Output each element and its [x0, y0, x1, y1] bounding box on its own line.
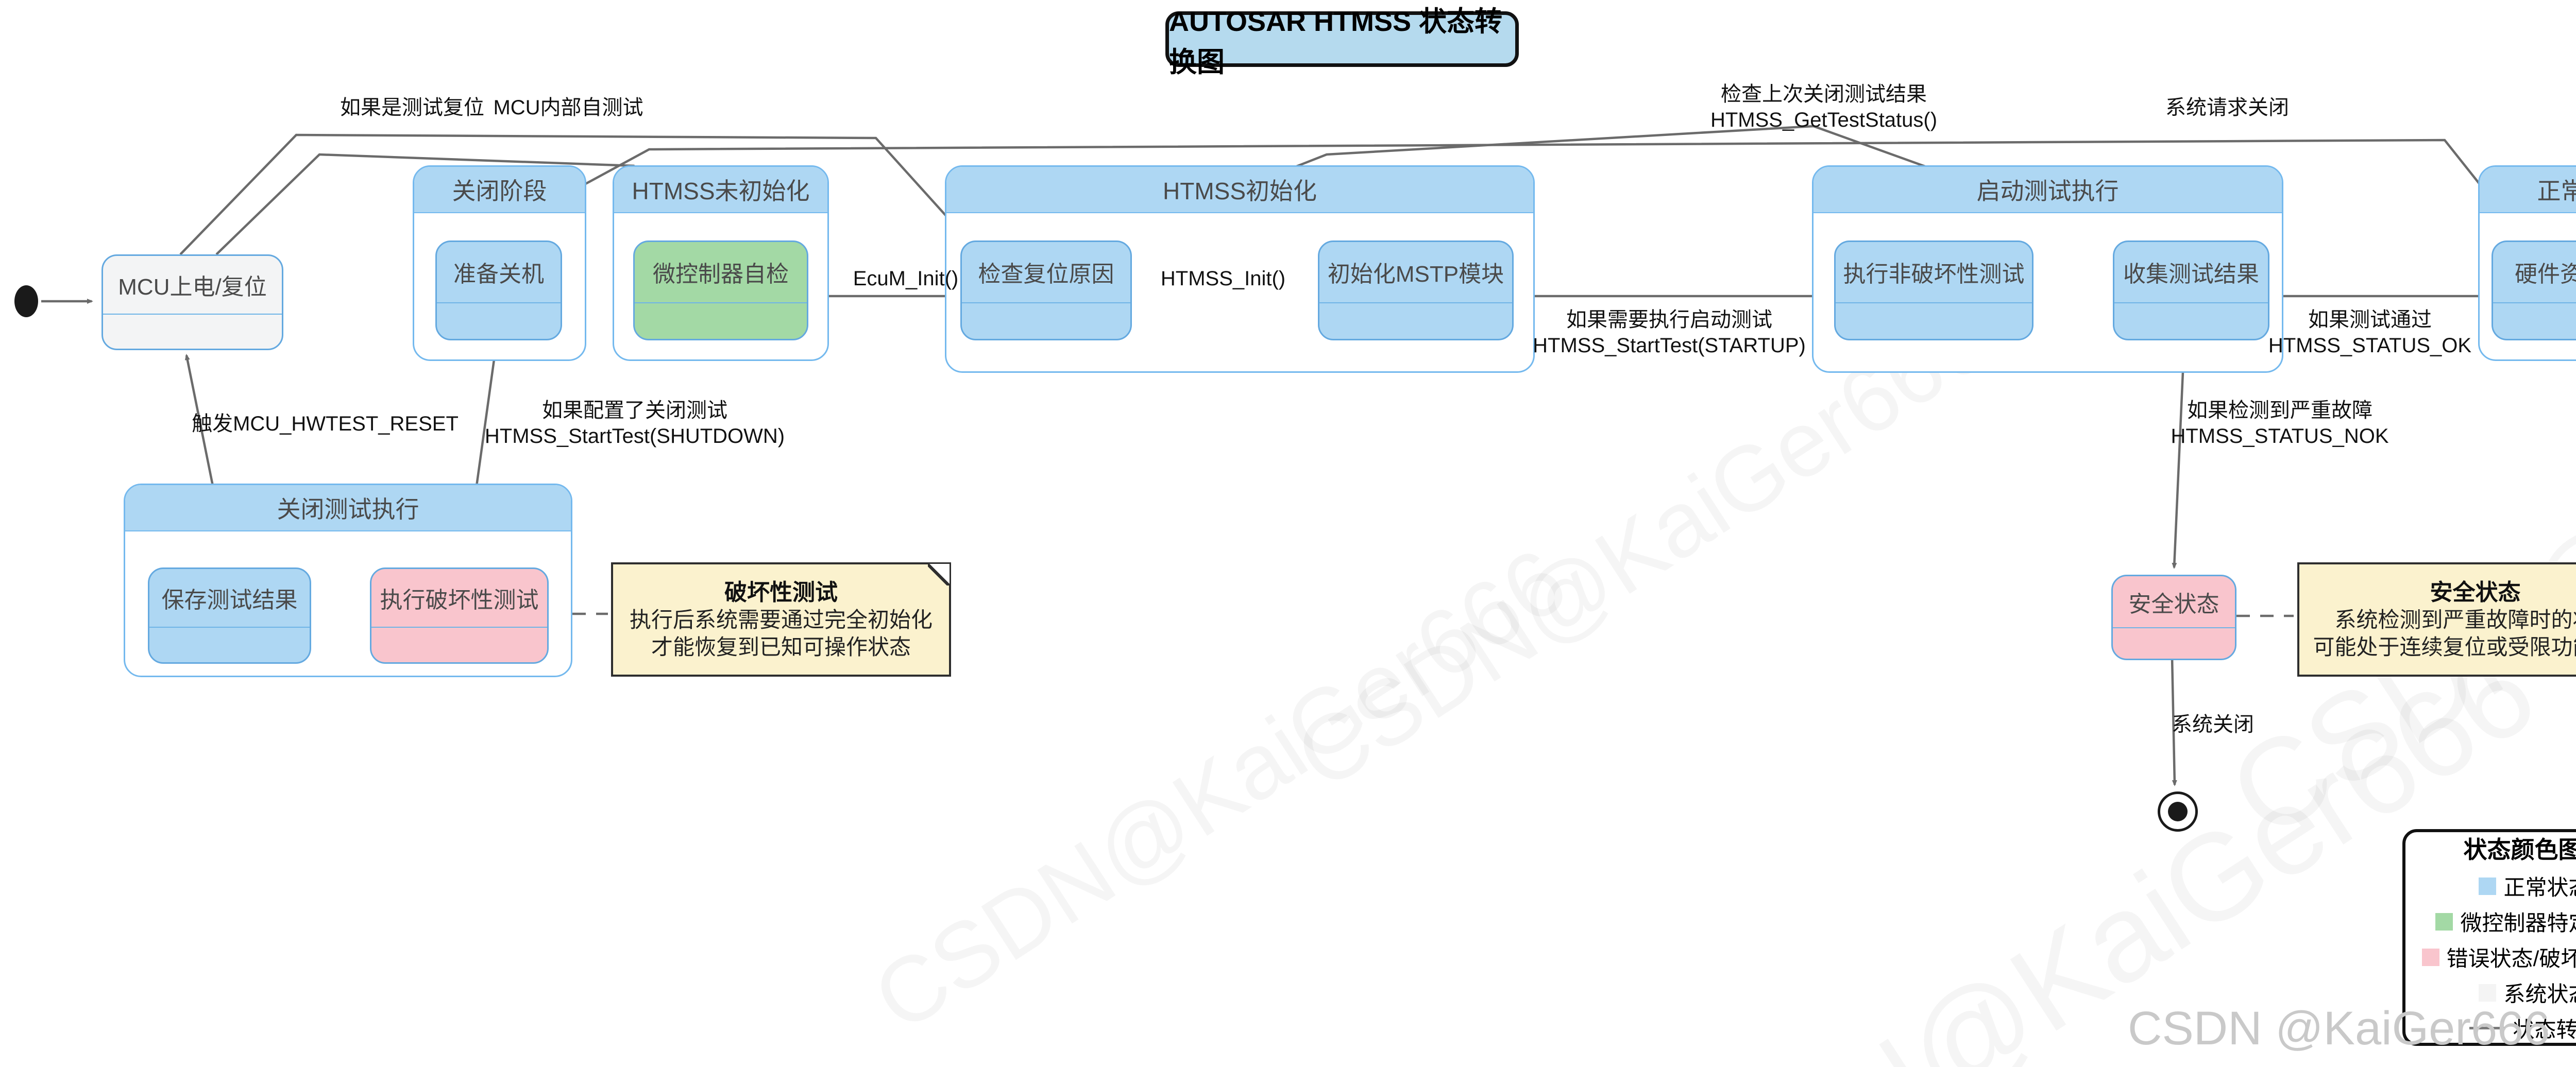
transition-label-line: HTMSS_STATUS_NOK [2171, 425, 2389, 448]
transition-label-system-shutdown-request: 系统请求关闭 [2165, 96, 2289, 119]
note-body-line: 执行后系统需要通过完全初始化 [629, 608, 933, 632]
note-fold-icon [928, 564, 950, 586]
state-label: 微控制器自检 [635, 242, 807, 303]
transition-label-line: HTMSS_GetTestStatus() [1710, 109, 1938, 131]
state-hw-monitor: 硬件资源监控 [2492, 240, 2576, 340]
legend-swatch-gray [2479, 984, 2497, 1002]
state-init-mstp: 初始化MSTP模块 [1318, 240, 1514, 340]
watermark-corner: CSDN @KaiGer666 [2128, 1002, 2550, 1055]
transition-label-line: 如果测试通过 [2308, 308, 2432, 331]
container-title: 正常运行 [2480, 167, 2576, 213]
transition-label-line: 如果需要执行启动测试 [1566, 308, 1772, 331]
transition-label-check-last-results: 检查上次关闭测试结果 HTMSS_GetTestStatus() [1710, 81, 1937, 133]
legend-item-label: 系统状态 [2503, 982, 2576, 1006]
state-safe-state: 安全状态 [2111, 575, 2236, 660]
state-prepare-shutdown: 准备关机 [435, 240, 562, 340]
transition-label-system-close: 系统关闭 [2172, 713, 2254, 736]
transition-label-line: 检查上次关闭测试结果 [1721, 83, 1927, 106]
note-safe-state: 安全状态 系统检测到严重故障时的状态 可能处于连续复位或受限功能模式 [2297, 562, 2576, 677]
state-label: 检查复位原因 [962, 242, 1130, 303]
state-run-nondestructive: 执行非破坏性测试 [1834, 240, 2033, 340]
legend-item-error: 错误状态/破坏性测试 [2421, 941, 2576, 973]
state-label: 初始化MSTP模块 [1319, 242, 1512, 303]
transition-label-test-nok: 如果检测到严重故障 HTMSS_STATUS_NOK [2171, 398, 2388, 449]
container-title: HTMSS初始化 [946, 167, 1533, 213]
container-title: 关闭测试执行 [125, 485, 571, 531]
state-mcu-reset: MCU上电/复位 [101, 254, 283, 350]
legend-item-transition: 状态转换 [2469, 1012, 2576, 1044]
container-title: 启动测试执行 [1814, 167, 2282, 213]
transition-label-line: HTMSS_STATUS_OK [2268, 334, 2472, 357]
diagram-title: AUTOSAR HTMSS 状态转换图 [1165, 6, 1519, 78]
state-label: 安全状态 [2113, 576, 2235, 629]
transition-label-line: 如果配置了关闭测试 [542, 399, 727, 422]
state-label: 准备关机 [437, 242, 561, 303]
transition-label-startup-test: 如果需要执行启动测试 HTMSS_StartTest(STARTUP) [1533, 307, 1806, 358]
final-state-icon [2158, 791, 2198, 832]
state-mcu-selftest: 微控制器自检 [633, 240, 808, 340]
state-collect-results: 收集测试结果 [2113, 240, 2269, 340]
transition-label-line: HTMSS_StartTest(STARTUP) [1533, 334, 1806, 357]
container-title: 关闭阶段 [414, 167, 585, 213]
legend-line-icon [2469, 1027, 2506, 1029]
legend-swatch-green [2435, 913, 2453, 931]
legend-item-normal: 正常状态 [2479, 870, 2576, 902]
state-check-reset-reason: 检查复位原因 [960, 240, 1132, 340]
state-label: MCU上电/复位 [103, 256, 282, 315]
note-body-line: 可能处于连续复位或受限功能模式 [2313, 634, 2576, 659]
initial-state-dot [14, 285, 38, 317]
state-label: 收集测试结果 [2114, 242, 2268, 303]
note-destructive-test: 破坏性测试 执行后系统需要通过完全初始化 才能恢复到已知可操作状态 [611, 562, 951, 677]
transition-label-shutdown-config: 如果配置了关闭测试 HTMSS_StartTest(SHUTDOWN) [485, 398, 785, 449]
transition-label-ecum-init: EcuM_Init() [853, 267, 959, 290]
state-label: 硬件资源监控 [2493, 242, 2576, 303]
note-body-line: 才能恢复到已知可操作状态 [651, 634, 911, 659]
legend-item-mcu-specific: 微控制器特定操作 [2435, 906, 2576, 937]
transition-label-line: HTMSS_StartTest(SHUTDOWN) [484, 425, 785, 448]
legend-swatch-blue [2479, 877, 2497, 895]
note-title: 破坏性测试 [724, 580, 838, 605]
state-save-results: 保存测试结果 [148, 567, 311, 664]
legend-item-label: 微控制器特定操作 [2460, 911, 2576, 935]
transition-label-test-ok: 如果测试通过 HTMSS_STATUS_OK [2268, 307, 2471, 358]
note-title: 安全状态 [2430, 580, 2521, 605]
state-label: 保存测试结果 [149, 569, 310, 628]
state-label: 执行非破坏性测试 [1836, 242, 2032, 303]
legend-item-system: 系统状态 [2479, 977, 2576, 1008]
transition-label-if-test-reset: 如果是测试复位 [340, 96, 484, 119]
legend-title: 状态颜色图例 [2463, 836, 2576, 863]
container-title: HTMSS未初始化 [614, 167, 827, 213]
transition-label-htmss-init: HTMSS_Init() [1160, 267, 1286, 290]
transition-label-mcu-internal-selftest: MCU内部自测试 [493, 96, 643, 119]
legend-item-label: 错误状态/破坏性测试 [2446, 946, 2576, 971]
legend: 状态颜色图例 正常状态 微控制器特定操作 错误状态/破坏性测试 系统状态 状态转… [2402, 829, 2576, 1046]
state-label: 执行破坏性测试 [371, 569, 547, 628]
transition-label-line: 如果检测到严重故障 [2187, 399, 2372, 422]
state-run-destructive: 执行破坏性测试 [370, 567, 549, 664]
transition-label-trigger-reset: 触发MCU_HWTEST_RESET [192, 412, 459, 435]
legend-swatch-pink [2421, 948, 2439, 966]
legend-item-label: 正常状态 [2503, 875, 2576, 900]
legend-item-label: 状态转换 [2513, 1018, 2576, 1042]
note-body-line: 系统检测到严重故障时的状态 [2334, 608, 2576, 632]
